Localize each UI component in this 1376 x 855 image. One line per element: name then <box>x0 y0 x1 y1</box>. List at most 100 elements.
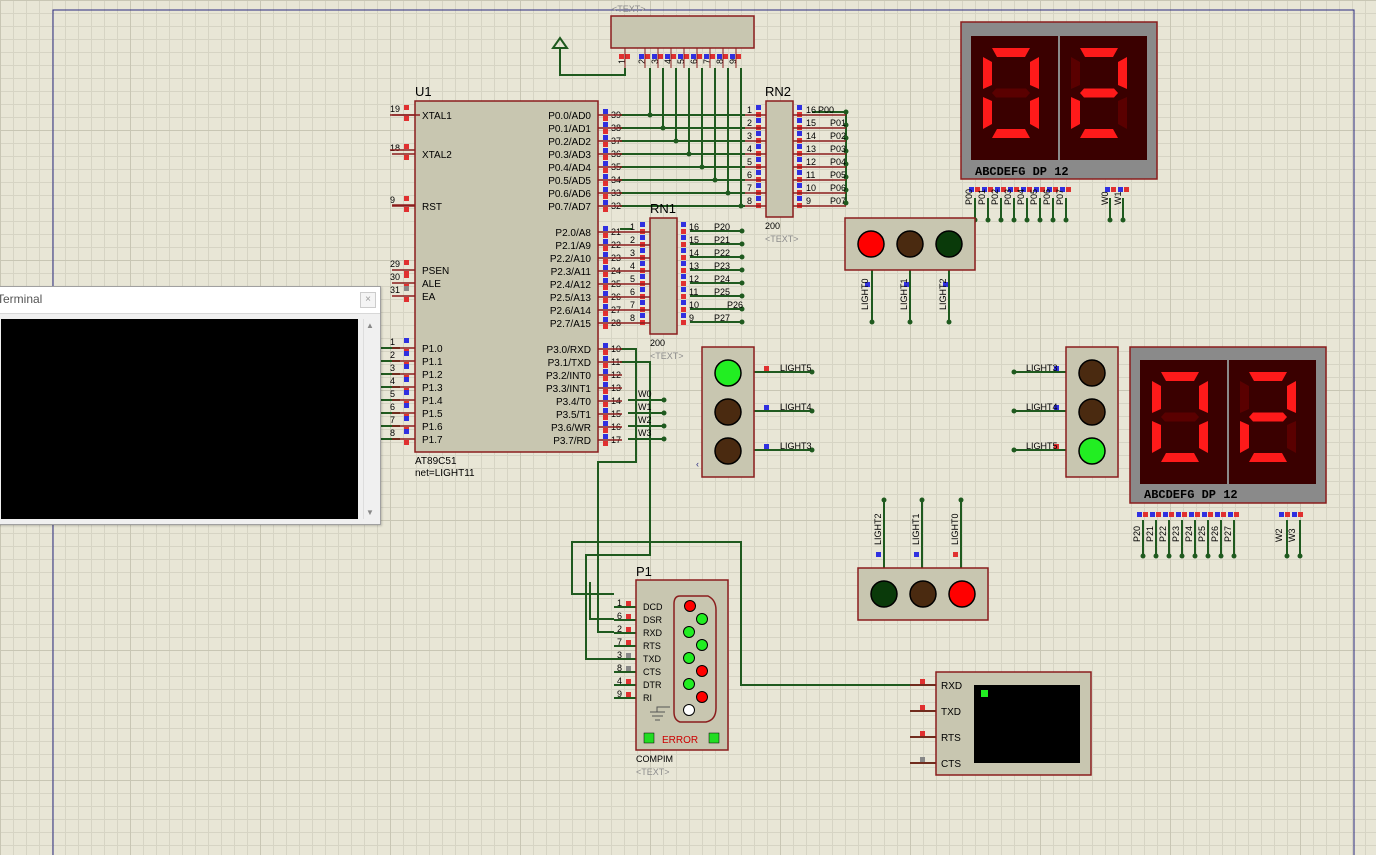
pin-marker <box>603 239 608 244</box>
u1-left-pin-num: 3 <box>390 363 395 373</box>
scroll-down-icon[interactable]: ▼ <box>366 508 374 517</box>
traffic-light-bottom[interactable] <box>857 567 989 621</box>
rn2-net-label: P06 <box>830 183 846 193</box>
u1-microcontroller[interactable]: U1 AT89C51 net=LIGHT11 19XTAL118XTAL29RS… <box>390 84 652 479</box>
segment <box>1287 381 1296 413</box>
rn2-text-tag: <TEXT> <box>765 234 799 244</box>
traffic-net-label: LIGHT5 <box>780 363 812 373</box>
pin-marker <box>626 627 631 632</box>
pin-marker <box>756 118 761 123</box>
traffic-light-mid-left[interactable] <box>701 346 755 478</box>
pin-marker <box>975 187 980 192</box>
rn2-net-label: P01 <box>830 118 846 128</box>
pin-marker <box>603 408 608 413</box>
rn2-right-pin-num: 15 <box>806 118 816 128</box>
pin-marker <box>681 294 686 299</box>
u1-left-pin-name: P1.7 <box>422 435 443 446</box>
traffic-light-mid-right[interactable] <box>1065 346 1119 478</box>
pin-marker <box>603 421 608 426</box>
pin-marker <box>619 54 624 59</box>
u1-left-pin-name: XTAL1 <box>422 111 452 122</box>
terminal-screen[interactable] <box>1 319 358 519</box>
display-top-label: ABCDEFG DP 12 <box>975 165 1069 179</box>
pin-marker <box>1054 366 1059 371</box>
traffic-net-label: LIGHT2 <box>873 513 883 545</box>
header-pin-num: 3 <box>650 59 660 64</box>
pin-marker <box>603 402 608 407</box>
p1-text-tag: <TEXT> <box>636 767 670 777</box>
pin-marker <box>603 259 608 264</box>
pin-marker <box>626 614 631 619</box>
pin-marker <box>1124 187 1129 192</box>
pin-marker <box>1060 187 1065 192</box>
pin-marker <box>603 415 608 420</box>
segment <box>1240 421 1249 453</box>
pin-marker <box>797 157 802 162</box>
pin-marker <box>681 222 686 227</box>
display-pin-label: P20 <box>1132 526 1142 542</box>
pin-marker <box>603 298 608 303</box>
segment <box>1152 381 1161 413</box>
header-pin-num: 9 <box>728 59 738 64</box>
rn1-net-label: P23 <box>714 261 730 271</box>
rn2-left-pin-num: 6 <box>747 170 752 180</box>
u1-right-pin-name: P2.1/A9 <box>555 241 591 252</box>
pin-marker <box>626 692 631 697</box>
pin-marker <box>943 282 948 287</box>
pin-marker <box>865 282 870 287</box>
seven-segment-display-top[interactable]: ABCDEFG DP 12 <box>960 21 1158 180</box>
u1-right-pin-name: P2.6/A14 <box>550 306 592 317</box>
pin-marker <box>995 187 1000 192</box>
junctions <box>647 109 1303 559</box>
u1-right-pin-name: P2.0/A8 <box>555 228 591 239</box>
pin-marker <box>603 129 608 134</box>
seven-segment-display-bottom[interactable]: ABCDEFG DP 12 <box>1129 346 1327 504</box>
pin-marker <box>404 440 409 445</box>
pin-marker <box>797 183 802 188</box>
vterm-pin-name: TXD <box>941 707 961 718</box>
db9-pin-indicator <box>683 626 695 638</box>
pin-marker <box>645 54 650 59</box>
pin-marker <box>603 382 608 387</box>
segment <box>1071 97 1080 129</box>
pin-marker <box>404 260 409 265</box>
ground-symbol-top <box>551 36 569 49</box>
pin-marker <box>603 291 608 296</box>
traffic-lamp <box>714 359 742 387</box>
pin-marker <box>404 338 409 343</box>
header-pin-num: 8 <box>715 59 725 64</box>
traffic-lamp <box>714 398 742 426</box>
terminal-titlebar[interactable]: Terminal × <box>0 287 380 314</box>
u1-left-pin-name: P1.2 <box>422 370 443 381</box>
traffic-net-label: LIGHT3 <box>780 441 812 451</box>
pin-marker <box>671 54 676 59</box>
scroll-up-icon[interactable]: ▲ <box>366 321 374 330</box>
pin-marker <box>876 552 881 557</box>
rn2-right-pin-num: 9 <box>806 196 811 206</box>
db9-pin-indicator <box>696 691 708 703</box>
u1-left-pin-num: 18 <box>390 143 400 153</box>
display-pin-label: P26 <box>1210 526 1220 542</box>
traffic-light-top-right[interactable] <box>844 217 976 271</box>
pin-marker <box>603 369 608 374</box>
pin-marker <box>404 273 409 278</box>
close-icon[interactable]: × <box>360 292 376 308</box>
rn1-net-label: P21 <box>714 235 730 245</box>
u1-left-pin-name: RST <box>422 202 442 213</box>
display-pin-label: P24 <box>1184 526 1194 542</box>
pin-marker <box>920 757 925 762</box>
terminal-window[interactable]: Terminal × ▲ ▼ <box>0 286 381 525</box>
pin-marker <box>681 274 686 279</box>
p1-pin-num: 4 <box>617 676 622 686</box>
terminal-scrollbar[interactable]: ▲ ▼ <box>363 319 378 519</box>
pin-marker <box>404 196 409 201</box>
pin-marker <box>723 54 728 59</box>
p1-pin-num: 7 <box>617 637 622 647</box>
pin-marker <box>603 168 608 173</box>
